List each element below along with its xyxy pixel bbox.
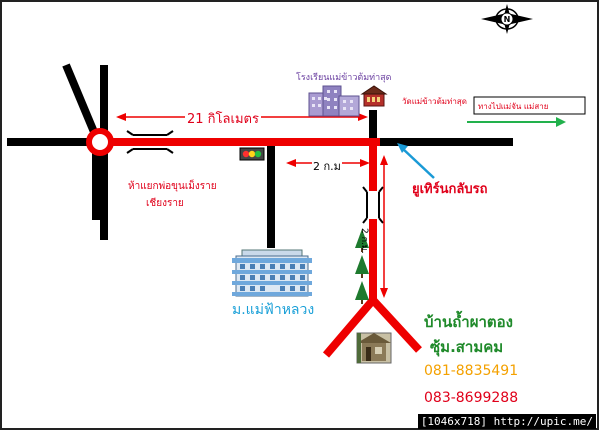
university-building-icon — [232, 249, 312, 297]
route-fork-right — [370, 297, 422, 353]
direction-label: ทางไปแม่จัน แม่สาย — [478, 102, 549, 111]
distance-label-21km: 21 กิโลเมตร — [185, 108, 261, 129]
tree-icon — [355, 229, 369, 252]
green-direction-arrow — [467, 117, 566, 127]
bridge-marker-horizontal — [126, 130, 174, 154]
red-route — [112, 138, 422, 358]
tree-icon — [355, 255, 369, 278]
temple-label: วัดแม่ข้าวต้มท่าสุด — [402, 97, 467, 106]
soi-label: ซุ้ม.สามคม — [430, 338, 504, 356]
traffic-light-icon — [239, 147, 265, 161]
watermark-label: [1046x718] http://upic.me/ — [417, 414, 596, 429]
phone-number-1: 081-8835491 — [424, 363, 519, 379]
house-photo-icon — [356, 332, 392, 364]
distance-arrow-2km-vertical — [380, 155, 388, 298]
compass-icon: N — [481, 4, 533, 34]
roads — [7, 63, 513, 248]
road-northwest — [62, 63, 98, 134]
svg-text:N: N — [504, 15, 511, 24]
school-building-icon — [308, 85, 360, 117]
roundabout-icon — [86, 128, 114, 156]
uturn-label: ยูเทิร์นกลับรถ — [412, 182, 488, 197]
village-label: บ้านถ้ำผาตอง — [424, 313, 513, 331]
tree-icon — [355, 281, 369, 304]
direction-box — [473, 96, 586, 115]
distance-label-2km-vertical: 2 ก.ม. — [359, 228, 369, 254]
distance-label-2km-horizontal: 2 ก.ม — [312, 157, 342, 175]
tree-icons — [355, 229, 369, 304]
university-label: ม.แม่ฟ้าหลวง — [232, 302, 315, 318]
route-fork-left — [322, 297, 377, 358]
intersection-label-line2: เชียงราย — [146, 198, 184, 209]
intersection-label-line1: ห้าแยกพ่อขุนเม็งราย — [128, 181, 217, 192]
bridge-marker-vertical — [362, 186, 384, 224]
phone-number-2: 083-8699288 — [424, 390, 519, 406]
uturn-pointer-arrow — [397, 143, 435, 179]
school-label: โรงเรียนแม่ข้าวต้มท่าสุด — [296, 73, 392, 83]
temple-icon — [360, 85, 388, 107]
